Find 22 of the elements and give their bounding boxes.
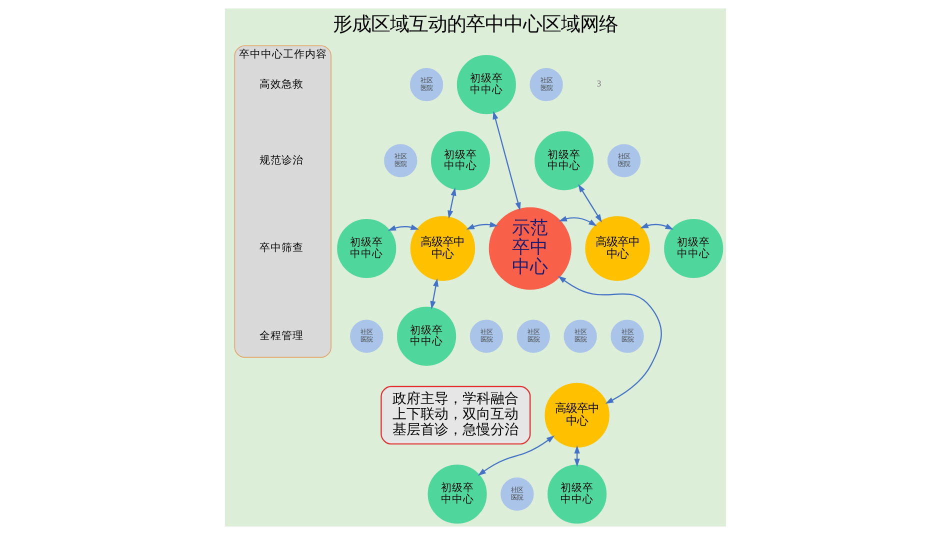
node-text: 规范诊治 <box>259 154 304 166</box>
arrow <box>447 188 456 219</box>
arrow <box>558 276 662 404</box>
node-text: 高效急救 <box>259 78 304 90</box>
node-text: 卒中筛查 <box>259 242 304 254</box>
arrow <box>558 216 596 226</box>
label: 3 <box>596 78 601 89</box>
arrow <box>477 436 554 476</box>
node-circle: 初级卒中中心 <box>430 131 490 190</box>
arrow <box>578 184 602 222</box>
arrow <box>387 224 418 231</box>
node-box: 政府主导，学科融合 上下联动，双向互动 基层首诊，急慢分治 <box>380 386 530 445</box>
node-circle: 初级卒中中心 <box>456 55 516 114</box>
node-circle: 初级卒中中心 <box>534 131 594 190</box>
node-circle: 初级卒中中心 <box>547 464 606 524</box>
arrow <box>492 111 520 210</box>
arrow <box>640 222 673 230</box>
node-circle: 初级卒中中心 <box>396 306 456 366</box>
diagram-title: 形成区域互动的卒中中心区域网络 <box>332 12 618 36</box>
arrow <box>430 278 438 310</box>
node-text: 全程管理 <box>259 330 304 342</box>
arrow <box>466 222 498 230</box>
